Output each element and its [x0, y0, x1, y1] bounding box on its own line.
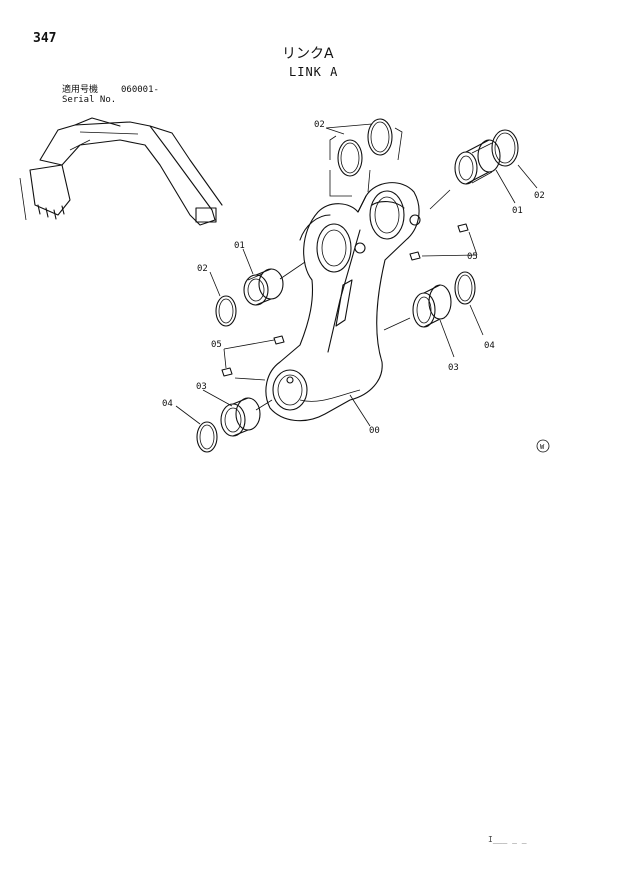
part-label-00: 00 — [369, 426, 380, 436]
bushing-01-right — [454, 139, 501, 185]
seal-02-top — [329, 118, 403, 197]
bushing-03-left — [220, 397, 261, 437]
serial-number-value: 060001- — [121, 85, 159, 95]
serial-label-english: Serial No. — [62, 95, 117, 105]
part-label-02-top: 02 — [314, 120, 325, 130]
leader-lines — [175, 123, 538, 427]
bushing-01-left — [243, 268, 284, 306]
part-label-01-left: 01 — [234, 241, 245, 251]
serial-label-japanese: 適用号機 — [62, 85, 99, 95]
title-japanese: リンクA — [282, 46, 334, 62]
seal-04-left — [196, 421, 218, 453]
bushing-03-right — [412, 284, 452, 328]
grease-fitting-05-left — [221, 335, 285, 377]
part-label-05-left: 05 — [211, 340, 222, 350]
part-label-04-right: 04 — [484, 341, 495, 351]
seal-02-right — [491, 129, 519, 167]
part-label-04-left: 04 — [162, 399, 173, 409]
circled-w-mark: W — [536, 439, 550, 453]
seal-02-left — [215, 295, 237, 327]
footer-code: I___ _ _ — [488, 835, 527, 844]
grease-fitting-05-right — [409, 223, 469, 261]
title-english: LINK A — [289, 65, 339, 79]
part-label-03-right: 03 — [448, 363, 459, 373]
page-number: 347 — [33, 31, 57, 46]
seal-04-right — [454, 271, 476, 305]
part-label-02-right: 02 — [534, 191, 545, 201]
part-label-02-left: 02 — [197, 264, 208, 274]
part-label-01-right: 01 — [512, 206, 523, 216]
part-label-03-left: 03 — [196, 382, 207, 392]
circled-w-letter: W — [540, 443, 545, 451]
link-body — [265, 182, 421, 422]
part-label-05-right: 05 — [467, 252, 478, 262]
excavator-thumbnail — [19, 117, 223, 226]
